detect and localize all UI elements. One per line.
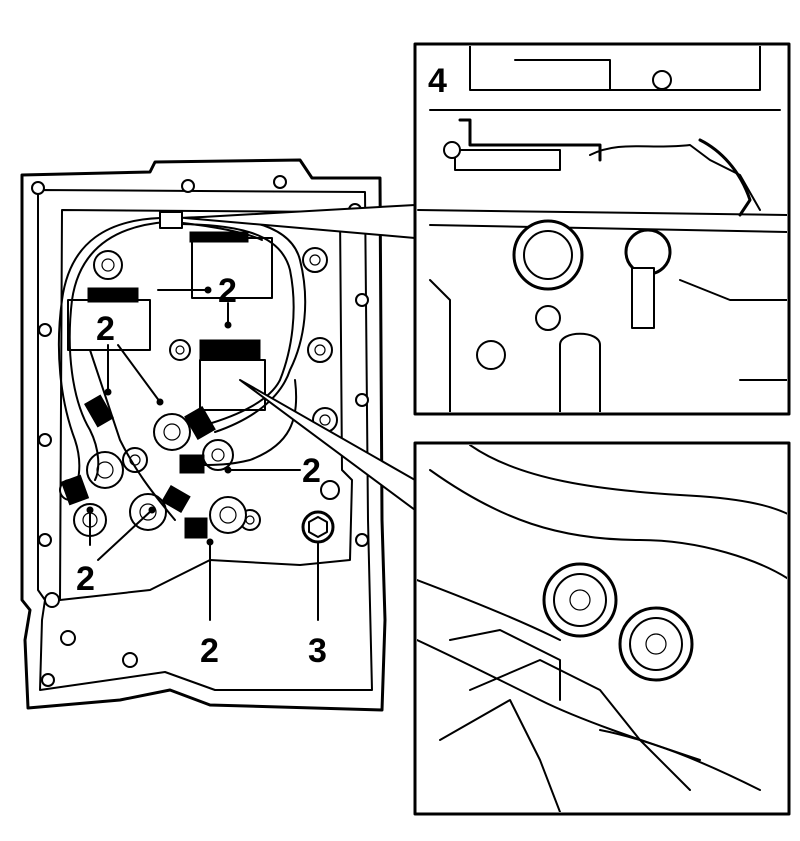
- harness-connectors: [60, 394, 216, 539]
- callout-2-left: 2: [96, 310, 115, 348]
- valve-body-main-view: 2 2 2 2 2 3: [20, 158, 416, 712]
- drain-plug: [301, 510, 335, 544]
- callout-2-bottom-left: 2: [76, 560, 95, 598]
- solenoid-valves: [73, 413, 247, 537]
- callout-4-inset: 4: [428, 62, 447, 100]
- callout-2-right: 2: [302, 452, 321, 490]
- housing-flange: [37, 189, 373, 691]
- inset-top-detail: 4: [413, 42, 791, 416]
- solenoid-blocks: [67, 231, 273, 411]
- housing-outline: [20, 158, 387, 712]
- callout-2-bottom-center: 2: [200, 632, 219, 670]
- inset-bottom-detail: [413, 441, 791, 816]
- valve-plate: [59, 209, 353, 601]
- callout-2-top: 2: [218, 272, 237, 310]
- callout-3-bottom-right: 3: [308, 632, 327, 670]
- callout-leaders: [86, 286, 319, 621]
